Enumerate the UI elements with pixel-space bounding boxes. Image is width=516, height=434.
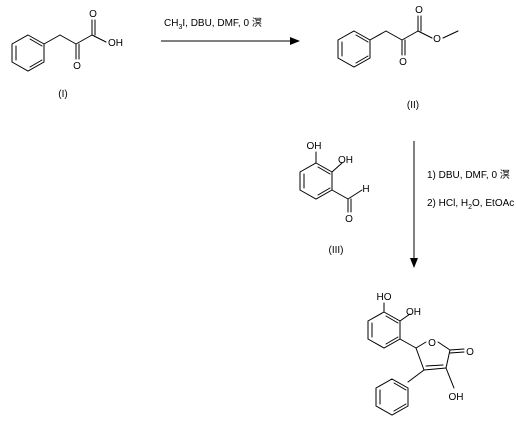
product-ring-oxygen: O	[428, 338, 436, 349]
step2-line1: 1) DBU, DMF, 0 溟	[427, 169, 510, 181]
product-lactone-oxygen: O	[466, 347, 474, 358]
product-catechol-ring	[367, 311, 401, 349]
compound-II-phenyl-ring	[337, 30, 371, 68]
product-structure: HO OH O O OH	[367, 292, 474, 416]
compound-I-structure: O O OH	[11, 9, 123, 72]
step1-reagents: CH3I, DBU, DMF, 0 溟	[164, 17, 262, 31]
compound-I-hydroxyl: OH	[108, 38, 123, 49]
compound-III-label: (III)	[329, 245, 344, 256]
reaction-arrow-2	[410, 141, 418, 268]
compound-III-hydroxyl-right: OH	[338, 155, 353, 166]
compound-III-structure: OH OH O H	[299, 141, 370, 225]
product-hydroxyl-right: OH	[406, 307, 421, 318]
compound-II-link-oxygen: O	[433, 34, 441, 45]
product-furanone-ring	[415, 341, 451, 371]
compound-I-keto-oxygen: O	[73, 61, 81, 72]
product-phenyl-ring	[375, 378, 409, 416]
compound-II-label: (II)	[407, 100, 419, 111]
step2-subscript: 2	[468, 204, 472, 211]
compound-III-aldehyde-hydrogen: H	[362, 184, 369, 195]
step2-line2: 2) HCl, H2O, EtOAc	[427, 198, 514, 211]
compound-II-keto-oxygen: O	[399, 57, 407, 68]
step1-subscript: 3	[178, 24, 182, 31]
compound-I-label: (I)	[58, 89, 67, 100]
product-hydroxyl-lower: OH	[449, 392, 464, 403]
compound-III-hydroxyl-top: OH	[307, 141, 322, 152]
compound-I-phenyl-ring	[11, 34, 45, 72]
compound-III-benzene-ring	[299, 162, 333, 200]
compound-III-aldehyde-oxygen: O	[345, 214, 353, 225]
compound-II-ester-oxygen: O	[415, 5, 423, 16]
product-hydroxyl-top: HO	[377, 292, 392, 303]
compound-II-structure: O O O	[337, 5, 459, 68]
reaction-arrow-1	[161, 37, 300, 45]
compound-I-acid-oxygen: O	[89, 9, 97, 20]
